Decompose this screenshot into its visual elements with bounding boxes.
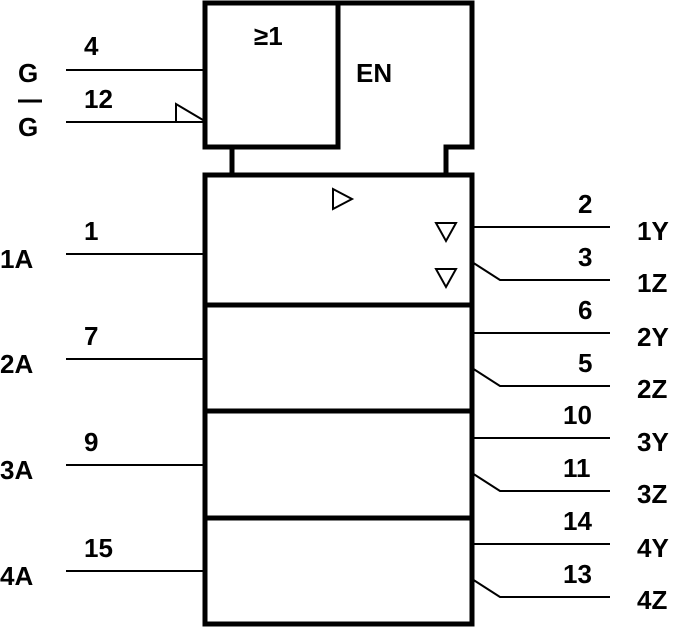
- channel-3-y-label: 3Y: [637, 427, 669, 457]
- active-low-indicator-icon: [175, 102, 204, 122]
- channel-4-input-pin: 15: [84, 533, 113, 563]
- channel-1-y-label: 1Y: [637, 216, 669, 246]
- channel-2-input-pin: 7: [84, 321, 98, 351]
- channel-3-input-pin: 9: [84, 427, 98, 457]
- channel-3-input-label: 3A: [0, 455, 33, 485]
- channel-1-z-pin: 3: [578, 242, 592, 272]
- g-bar-input-label: G: [18, 112, 38, 142]
- channel-4-input-label: 4A: [0, 561, 33, 591]
- channel-2-z-pin: 5: [578, 348, 592, 378]
- enable-box: [229, 0, 475, 175]
- channel-4-y-label: 4Y: [637, 533, 669, 563]
- channel-3-box: [202, 408, 475, 521]
- channel-4-z-label: 4Z: [637, 585, 667, 615]
- channel-2-z-line: [471, 367, 610, 387]
- channel-4-z-pin: 13: [563, 559, 592, 589]
- channel-2-y-pin: 6: [578, 295, 592, 325]
- channel-2-y-label: 2Y: [637, 322, 669, 352]
- channel-3-z-line: [471, 472, 610, 492]
- channel-2-z-label: 2Z: [637, 374, 667, 404]
- g-pin-number: 4: [84, 31, 99, 61]
- three-state-output-icon: [434, 268, 458, 290]
- g-bar-pin-number: 12: [84, 84, 113, 114]
- buffer-triangle-icon: [332, 187, 355, 211]
- or-gate-label: ≥1: [254, 21, 283, 51]
- channel-3-y-pin: 10: [563, 400, 592, 430]
- enable-label: EN: [356, 58, 392, 88]
- channel-4-box: [202, 515, 475, 627]
- channel-4-y-pin: 14: [563, 506, 592, 536]
- channel-2-input-label: 2A: [0, 349, 33, 379]
- channel-1-z-line: [471, 261, 610, 281]
- channel-1-z-label: 1Z: [637, 268, 667, 298]
- channel-3-z-pin: 11: [563, 453, 591, 483]
- channel-1-input-pin: 1: [84, 216, 98, 246]
- channel-4-z-line: [471, 578, 610, 598]
- channel-1-input-label: 1A: [0, 244, 33, 274]
- channel-1-y-pin: 2: [578, 189, 592, 219]
- channel-2-box: [202, 302, 475, 414]
- three-state-output-icon: [434, 222, 458, 244]
- channel-3-z-label: 3Z: [637, 479, 667, 509]
- g-input-label: G: [18, 58, 38, 88]
- channel-1-box: [202, 172, 475, 308]
